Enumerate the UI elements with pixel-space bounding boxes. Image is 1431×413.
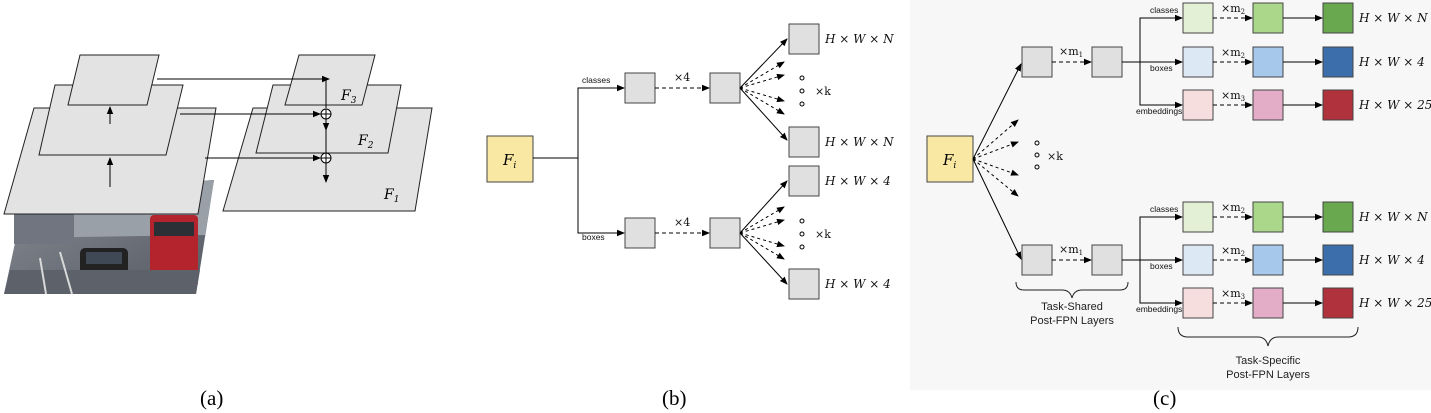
classes-mult: ×m2 [1221, 2, 1245, 16]
boxes-k: ×k [815, 228, 831, 241]
input-label: Fi [502, 151, 516, 171]
input-box-fi [926, 135, 974, 183]
embeddings-dim: H × W × 256 [1358, 98, 1431, 112]
branch-label-boxes: boxes [1150, 63, 1173, 73]
panel-c: Fi ×k ×m1 classes boxes embeddings [910, 0, 1431, 410]
classes-out-1 [788, 23, 820, 55]
classes-out-dim-1: H × W × N [824, 32, 894, 46]
branch-label-boxes: boxes [582, 232, 605, 242]
branch-label-boxes: boxes [1150, 261, 1173, 271]
boxes-output [1322, 244, 1354, 276]
label-f1: F1 [383, 187, 399, 205]
boxes-conv-b [1252, 46, 1284, 78]
branch-label-classes: classes [1150, 204, 1178, 214]
boxes-out-dim-2: H × W × 4 [824, 277, 891, 291]
embeddings-conv-a [1182, 287, 1214, 319]
classes-conv-a [1182, 2, 1214, 34]
specific-bracket-line-2: Post-FPN Layers [1226, 369, 1310, 381]
shared-conv-1 [1021, 46, 1053, 78]
edge-boxes [577, 158, 624, 234]
specific-bracket-line-1: Task-Specific [1236, 355, 1301, 367]
boxes-conv-b [1252, 244, 1284, 276]
boxes-output [1322, 46, 1354, 78]
boxes-conv-a [1182, 244, 1214, 276]
branch-label-embeddings: embeddings [1136, 304, 1182, 314]
classes-k: ×k [815, 85, 831, 98]
classes-conv-b [1252, 2, 1284, 34]
boxes-conv-a [1182, 46, 1214, 78]
embeddings-conv-b [1252, 89, 1284, 121]
embeddings-conv-a [1182, 89, 1214, 121]
classes-conv-a [1182, 201, 1214, 233]
input-label: Fi [942, 151, 956, 171]
embeddings-dim: H × W × 256 [1358, 296, 1431, 310]
embeddings-output [1322, 287, 1354, 319]
label-f3: F3 [340, 88, 357, 106]
shared-conv-2 [1091, 46, 1123, 78]
boxes-mult: ×m2 [1221, 244, 1245, 258]
caption-b: (b) [662, 386, 687, 410]
specific-bracket [1177, 326, 1359, 347]
embeddings-output [1322, 89, 1354, 121]
shared-bracket-line-1: Task-Shared [1041, 301, 1103, 313]
right-plane-3 [284, 54, 376, 106]
classes-output [1322, 201, 1354, 233]
branch-label-classes: classes [582, 75, 610, 85]
head-top: ×m1 classes boxes embeddings ×m2 H × W ×… [1021, 2, 1431, 121]
branch-label-classes: classes [1150, 5, 1178, 15]
branch-label-embeddings: embeddings [1136, 106, 1182, 116]
label-f2: F2 [357, 133, 374, 151]
head-bottom: ×m1 classes boxes embeddings ×m2 H × W ×… [1021, 201, 1431, 319]
caption-c: (c) [1153, 386, 1176, 410]
panel-b: Fi classes boxes ×4 ×k H × W × N H × W ×… [486, 23, 894, 410]
shared-bracket [1015, 281, 1129, 299]
classes-conv-b [1252, 201, 1284, 233]
classes-dim: H × W × N [1358, 11, 1428, 25]
boxes-out-2 [788, 268, 820, 300]
boxes-out-1 [788, 165, 820, 197]
classes-repeat: ×4 [674, 71, 690, 84]
classes-output [1322, 2, 1354, 34]
shared-mult: ×m1 [1059, 45, 1083, 59]
boxes-conv-2 [709, 217, 741, 249]
embeddings-mult: ×m3 [1221, 89, 1245, 103]
shared-conv-2 [1091, 244, 1123, 276]
boxes-conv-1 [624, 217, 656, 249]
shared-mult: ×m1 [1059, 243, 1083, 257]
boxes-repeat: ×4 [674, 216, 690, 229]
caption-a: (a) [200, 386, 223, 410]
shared-bracket-line-2: Post-FPN Layers [1030, 315, 1114, 327]
head-k: ×k [1047, 150, 1063, 163]
boxes-mult: ×m2 [1221, 46, 1245, 60]
boxes-dim: H × W × 4 [1358, 55, 1425, 69]
boxes-out-dim-1: H × W × 4 [824, 174, 891, 188]
panel-a: F3 F2 F1 (a) [3, 54, 433, 410]
classes-out-2 [788, 126, 820, 158]
classes-conv-1 [624, 72, 656, 104]
embeddings-mult: ×m3 [1221, 287, 1245, 301]
edge-classes [533, 87, 624, 159]
left-plane-3 [67, 54, 160, 106]
input-box-fi [486, 135, 534, 183]
shared-conv-1 [1021, 244, 1053, 276]
boxes-dim: H × W × 4 [1358, 253, 1425, 267]
classes-dim: H × W × N [1358, 210, 1428, 224]
classes-conv-2 [709, 72, 741, 104]
classes-out-dim-2: H × W × N [824, 135, 894, 149]
embeddings-conv-b [1252, 287, 1284, 319]
classes-mult: ×m2 [1221, 201, 1245, 215]
